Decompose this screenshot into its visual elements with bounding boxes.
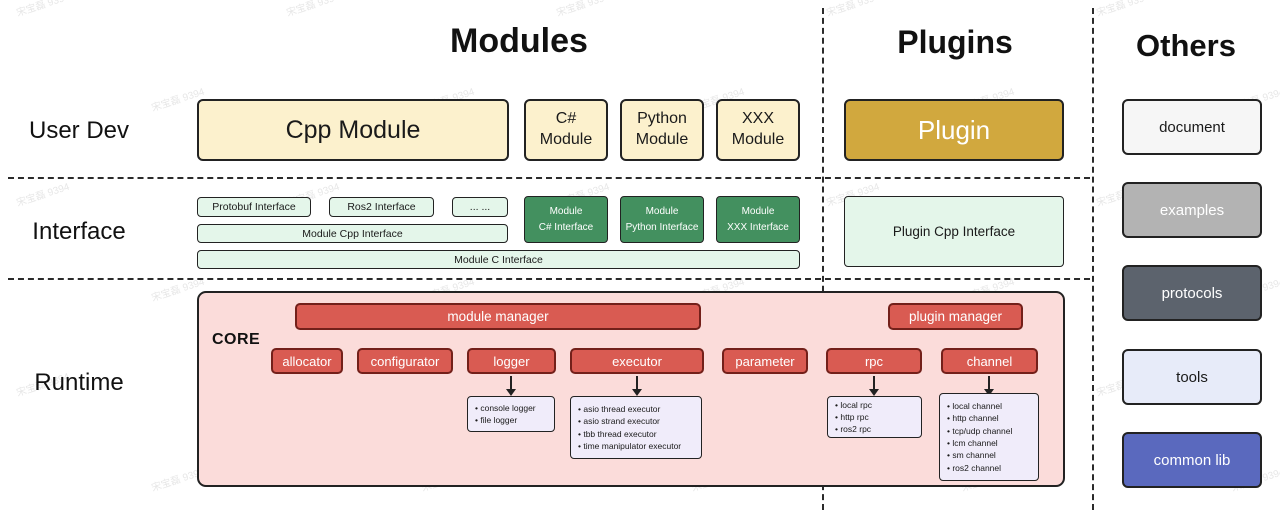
common-lib-box: common lib xyxy=(1122,432,1262,488)
protobuf-interface-box: Protobuf Interface xyxy=(197,197,311,217)
divider-user-dev-interface xyxy=(8,177,1090,179)
list-item: file logger xyxy=(475,414,517,426)
divider-plugins-others xyxy=(1092,8,1094,510)
modules-section-title: Modules xyxy=(450,22,588,60)
executor-impl-list: asio thread executor asio strand executo… xyxy=(570,396,702,459)
rpc-box: rpc xyxy=(826,348,922,374)
row-label-user-dev: User Dev xyxy=(28,117,130,144)
plugin-manager-box: plugin manager xyxy=(888,303,1023,330)
python-module-box: Python Module xyxy=(620,99,704,161)
module-cpp-interface-box: Module Cpp Interface xyxy=(197,224,508,243)
module-python-interface-box: Module Python Interface xyxy=(620,196,704,243)
list-item: lcm channel xyxy=(947,437,997,449)
document-box: document xyxy=(1122,99,1262,155)
list-item: tbb thread executor xyxy=(578,428,656,440)
executor-box: executor xyxy=(570,348,704,374)
xxx-module-box: XXX Module xyxy=(716,99,800,161)
logger-box: logger xyxy=(467,348,556,374)
list-item: tcp/udp channel xyxy=(947,425,1012,437)
examples-box: examples xyxy=(1122,182,1262,238)
list-item: asio thread executor xyxy=(578,403,660,415)
list-item: console logger xyxy=(475,402,535,414)
list-item: ros2 channel xyxy=(947,462,1001,474)
row-label-interface: Interface xyxy=(32,218,126,245)
channel-box: channel xyxy=(941,348,1038,374)
core-label: CORE xyxy=(212,331,261,348)
cpp-module-box: Cpp Module xyxy=(197,99,509,161)
list-item: http channel xyxy=(947,412,998,424)
list-item: http rpc xyxy=(835,411,868,423)
channel-impl-list: local channel http channel tcp/udp chann… xyxy=(939,393,1039,481)
divider-interface-runtime xyxy=(8,278,1090,280)
list-item: sm channel xyxy=(947,449,995,461)
parameter-box: parameter xyxy=(722,348,808,374)
csharp-module-box: C# Module xyxy=(524,99,608,161)
allocator-box: allocator xyxy=(271,348,343,374)
list-item: asio strand executor xyxy=(578,415,660,427)
rpc-arrow-icon xyxy=(869,376,879,396)
logger-arrow-icon xyxy=(506,376,516,396)
module-c-interface-box: Module C Interface xyxy=(197,250,800,269)
module-xxx-interface-box: Module XXX Interface xyxy=(716,196,800,243)
executor-arrow-icon xyxy=(632,376,642,396)
logger-impl-list: console logger file logger xyxy=(467,396,555,432)
channel-arrow-icon xyxy=(984,376,994,396)
list-item: local channel xyxy=(947,400,1002,412)
module-manager-box: module manager xyxy=(295,303,701,330)
plugins-section-title: Plugins xyxy=(897,24,1013,60)
list-item: time manipulator executor xyxy=(578,440,681,452)
list-item: ros2 rpc xyxy=(835,423,871,435)
tools-box: tools xyxy=(1122,349,1262,405)
list-item: local rpc xyxy=(835,399,872,411)
row-label-runtime: Runtime xyxy=(34,369,124,396)
ros2-interface-box: Ros2 Interface xyxy=(329,197,434,217)
others-section-title: Others xyxy=(1136,28,1236,63)
module-csharp-interface-box: Module C# Interface xyxy=(524,196,608,243)
protocols-box: protocols xyxy=(1122,265,1262,321)
plugin-box: Plugin xyxy=(844,99,1064,161)
plugin-cpp-interface-box: Plugin Cpp Interface xyxy=(844,196,1064,267)
more-interfaces-box: ... ... xyxy=(452,197,508,217)
configurator-box: configurator xyxy=(357,348,453,374)
rpc-impl-list: local rpc http rpc ros2 rpc xyxy=(827,396,922,438)
divider-modules-plugins xyxy=(822,8,824,510)
